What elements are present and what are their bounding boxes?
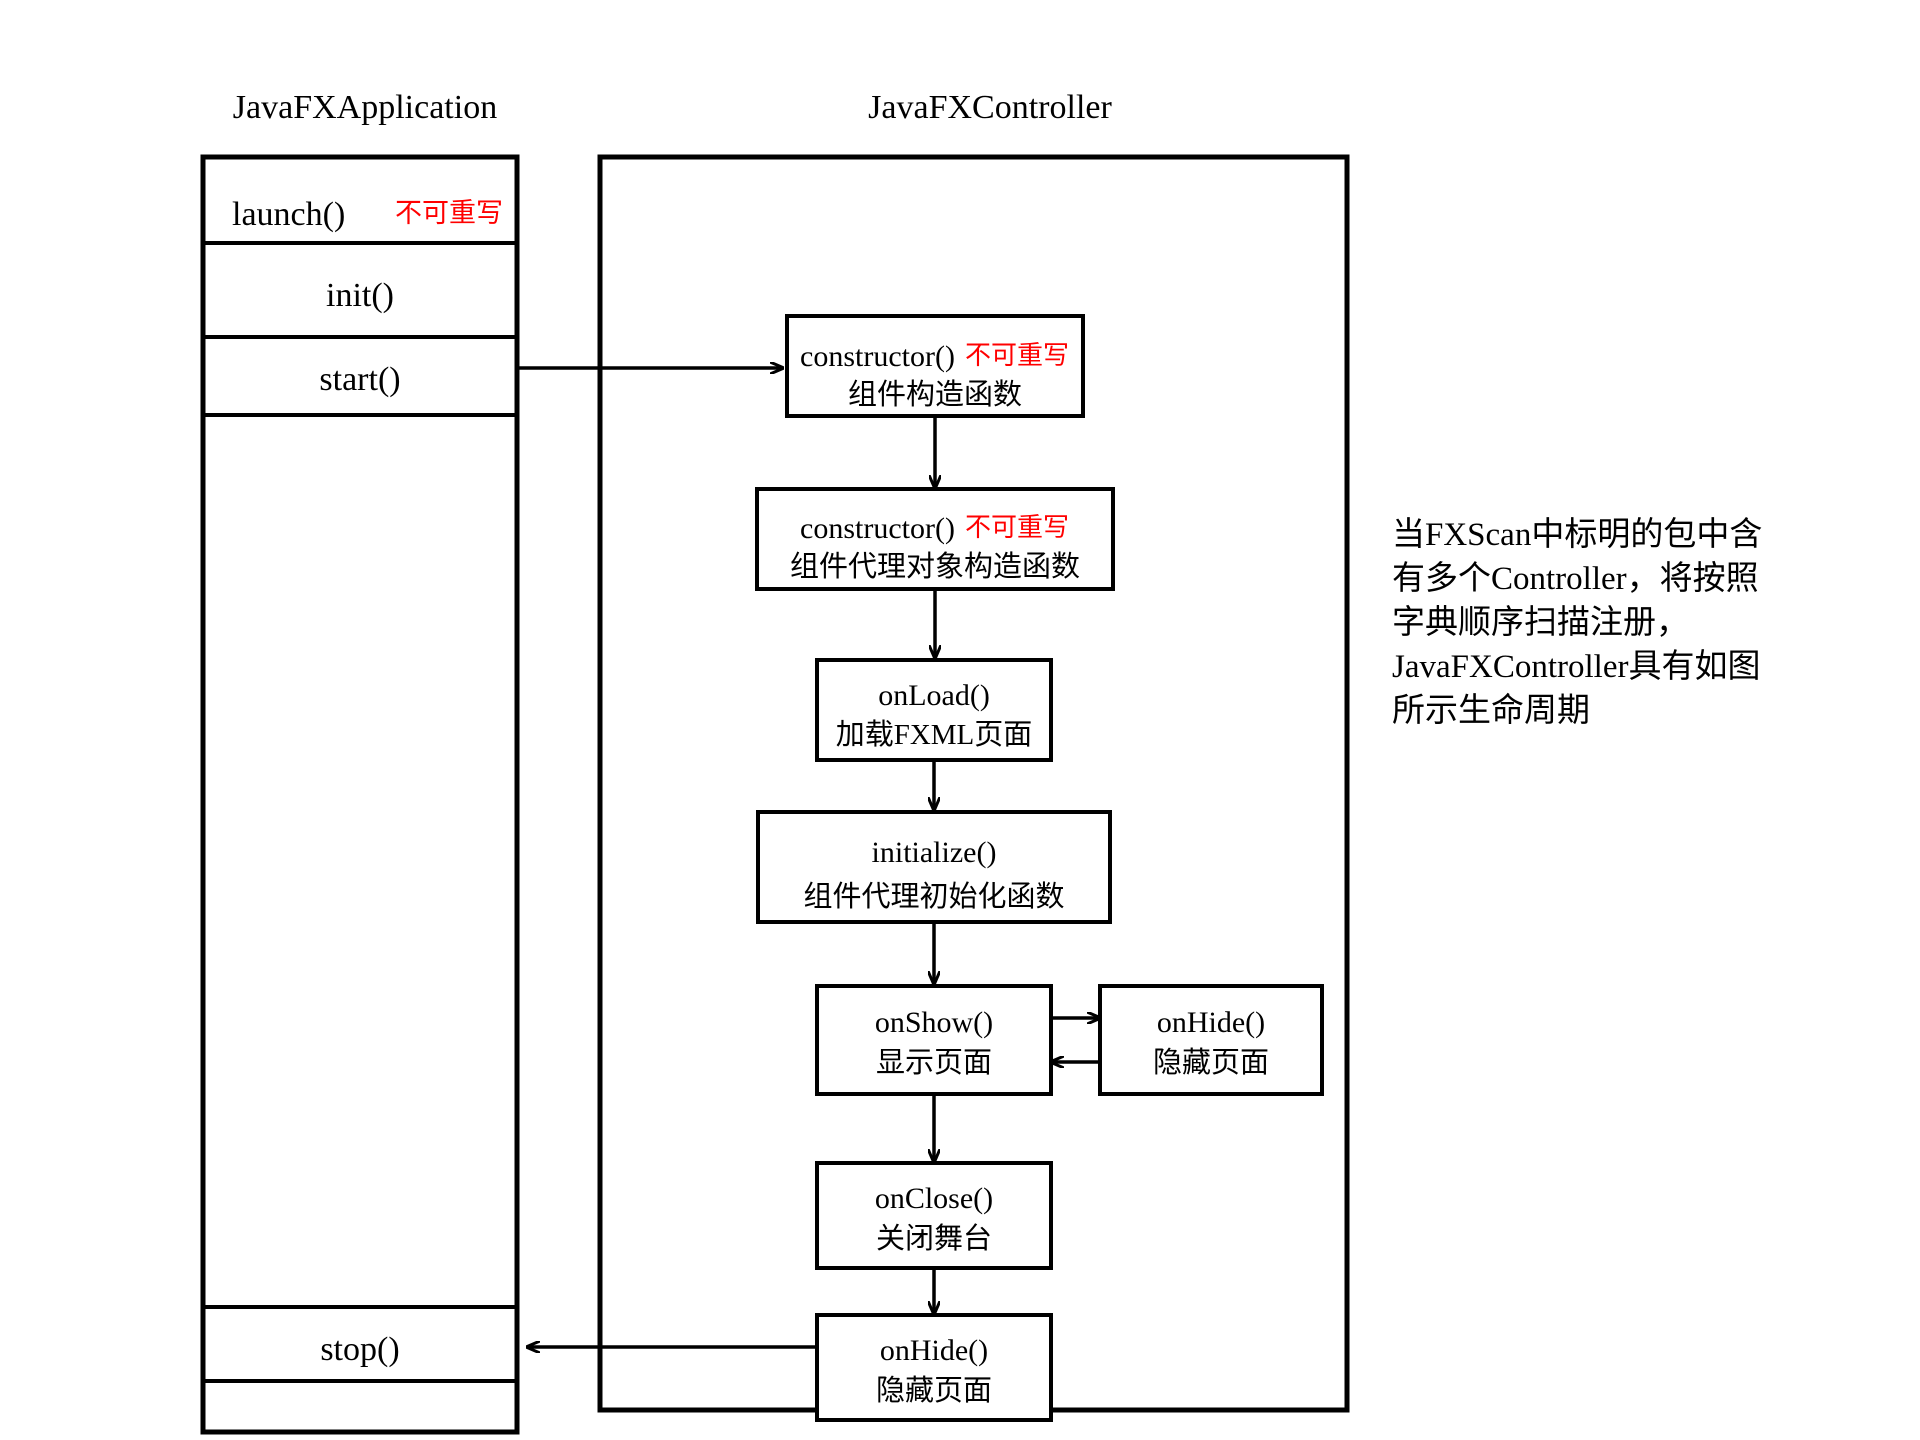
step-constructor-component-line1: constructor()	[800, 340, 955, 373]
side-note-line-4: JavaFXController具有如图	[1392, 648, 1760, 685]
step-constructor-proxy-line1: constructor()	[800, 512, 955, 545]
side-note-line-3: 字典顺序扫描注册，	[1392, 604, 1689, 641]
side-note-line-5: 所示生命周期	[1392, 692, 1590, 729]
step-box-constructor-component	[785, 314, 1085, 418]
application-row-stop-label: stop()	[320, 1331, 399, 1368]
step-constructor-proxy-note: 不可重写	[965, 513, 1069, 542]
step-on-close-line2: 关闭舞台	[876, 1222, 992, 1255]
lane-title-controller: JavaFXController	[868, 89, 1112, 126]
launch-no-override-note: 不可重写	[395, 198, 503, 228]
step-on-hide-final-line1: onHide()	[880, 1334, 988, 1367]
step-on-hide-toggle-line1: onHide()	[1157, 1006, 1265, 1039]
step-box-on-hide-final	[815, 1313, 1053, 1422]
step-on-load-line1: onLoad()	[878, 679, 990, 712]
step-box-on-show	[815, 984, 1053, 1096]
step-initialize-line2: 组件代理初始化函数	[803, 880, 1064, 913]
step-initialize-line1: initialize()	[872, 836, 997, 869]
step-on-hide-toggle-line2: 隐藏页面	[1153, 1046, 1269, 1079]
step-constructor-component-line2: 组件构造函数	[848, 378, 1022, 411]
application-row-init-label: init()	[326, 277, 394, 314]
step-on-close-line1: onClose()	[875, 1182, 993, 1215]
step-on-hide-final-line2: 隐藏页面	[876, 1374, 992, 1407]
step-on-load-line2: 加载FXML页面	[836, 718, 1033, 751]
step-box-constructor-proxy	[755, 487, 1115, 591]
side-note-line-2: 有多个Controller，将按照	[1392, 560, 1759, 597]
lane-title-application: JavaFXApplication	[233, 89, 497, 126]
step-on-show-line1: onShow()	[875, 1006, 993, 1039]
step-box-on-load	[815, 658, 1053, 762]
application-row-launch-label: launch()	[232, 196, 345, 233]
side-note-line-1: 当FXScan中标明的包中含	[1392, 516, 1762, 553]
step-on-show-line2: 显示页面	[876, 1047, 992, 1079]
step-constructor-proxy-line2: 组件代理对象构造函数	[790, 550, 1080, 583]
step-box-initialize	[756, 810, 1112, 924]
application-lane-panel	[200, 154, 520, 1435]
step-box-on-hide-toggle	[1098, 984, 1324, 1096]
step-constructor-component-note: 不可重写	[965, 341, 1069, 370]
application-row-start-label: start()	[319, 361, 400, 398]
